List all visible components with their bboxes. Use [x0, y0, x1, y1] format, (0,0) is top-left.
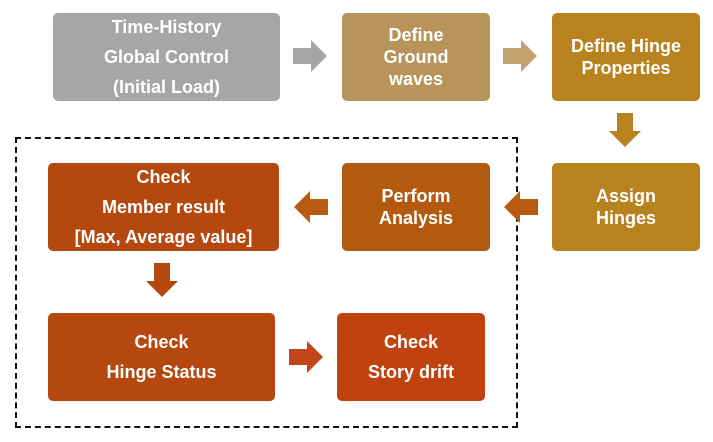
node-check-drift-line-1: Check	[383, 332, 439, 352]
node-perform-analysis-line-2: Analysis	[378, 208, 454, 228]
node-define-hinge-line-2: Properties	[581, 58, 671, 78]
node-perform-analysis-line-1: Perform	[381, 186, 451, 206]
node-define-ground-line-2: Ground	[383, 47, 449, 67]
node-check-member-line-2: Member result	[101, 197, 226, 217]
node-assign-hinges: Assign Hinges	[552, 163, 700, 251]
node-perform-analysis: Perform Analysis	[342, 163, 490, 251]
node-check-member-result: Check Member result [Max, Average value]	[48, 163, 279, 251]
node-check-member-line-3: [Max, Average value]	[74, 227, 253, 247]
node-time-history-line-2: Global Control	[104, 47, 229, 67]
node-check-drift-line-2: Story drift	[367, 362, 454, 382]
arrow-right-1-icon	[293, 40, 327, 72]
node-check-hinge-line-2: Hinge Status	[106, 362, 217, 382]
node-define-ground-line-1: Define	[388, 25, 444, 45]
node-define-hinge-line-1: Define Hinge	[570, 36, 681, 56]
arrow-right-2-icon	[503, 40, 537, 72]
node-time-history: Time-History Global Control (Initial Loa…	[53, 13, 280, 101]
node-check-member-line-1: Check	[136, 167, 191, 187]
analysis-group-dashed-border	[15, 137, 518, 428]
node-define-hinge-properties: Define Hinge Properties	[552, 13, 700, 101]
arrow-left-1-icon	[294, 191, 328, 223]
node-define-ground-line-3: waves	[388, 69, 444, 89]
arrow-down-2-icon	[146, 263, 178, 297]
node-assign-hinges-line-2: Hinges	[595, 208, 656, 228]
arrow-right-3-icon	[289, 341, 323, 373]
node-time-history-line-1: Time-History	[111, 17, 222, 37]
arrow-left-2-icon	[504, 191, 538, 223]
node-check-hinge-status: Check Hinge Status	[48, 313, 275, 401]
node-check-story-drift: Check Story drift	[337, 313, 485, 401]
node-check-hinge-line-1: Check	[134, 332, 189, 352]
node-time-history-line-3: (Initial Load)	[113, 77, 220, 97]
node-assign-hinges-line-1: Assign	[595, 186, 656, 206]
arrow-down-1-icon	[609, 113, 641, 147]
node-define-ground-waves: Define Ground waves	[342, 13, 490, 101]
